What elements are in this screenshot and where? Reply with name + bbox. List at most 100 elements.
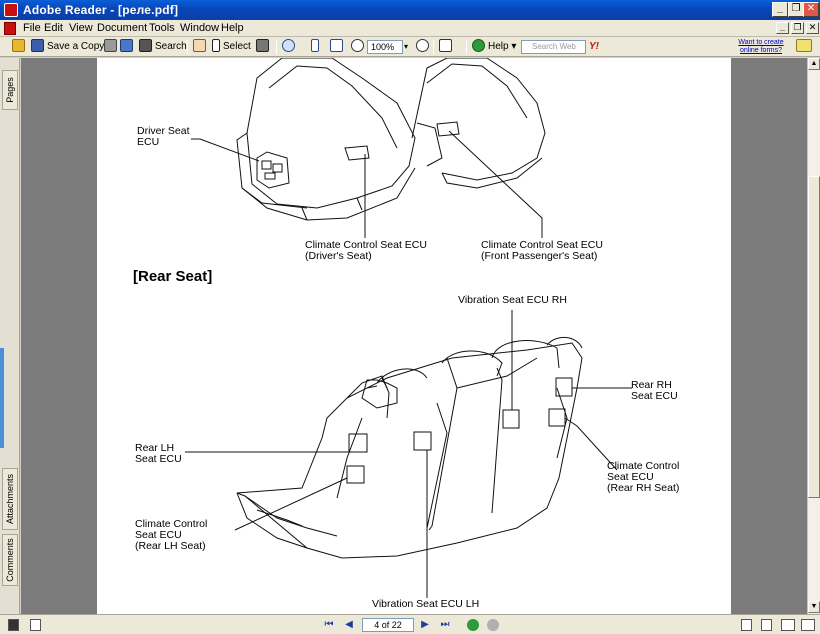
navigation-pane: Pages Attachments Comments xyxy=(0,58,20,614)
text-cursor-icon xyxy=(212,39,220,52)
select-label: Select xyxy=(223,41,251,52)
tab-pages[interactable]: Pages xyxy=(2,70,18,110)
floppy-icon xyxy=(31,39,44,52)
zoom-out-button[interactable] xyxy=(351,39,367,55)
doc-minimize-button[interactable]: _ xyxy=(776,22,789,34)
snapshot-button[interactable] xyxy=(256,39,272,55)
previous-page-button[interactable]: ◀ xyxy=(345,619,353,630)
scroll-down-button[interactable]: ▼ xyxy=(808,601,820,613)
menu-bar: File Edit View Document Tools Window Hel… xyxy=(0,20,820,37)
toolbar: Save a Copy Search Select 100% ▾ Help ▾ … xyxy=(0,37,820,57)
email-icon xyxy=(120,39,133,52)
forward-button[interactable] xyxy=(487,619,499,631)
rear-seat-drawing xyxy=(236,337,583,559)
window-title: Adobe Reader - [реле.pdf] xyxy=(23,3,179,17)
search-button[interactable]: Search xyxy=(139,39,187,55)
label-rear-lh-ecu: Rear LH Seat ECU xyxy=(135,442,182,465)
help-label: Help xyxy=(488,41,509,52)
folder-icon xyxy=(12,39,25,52)
last-page-button[interactable]: ⏭ xyxy=(440,619,450,630)
printer-icon xyxy=(104,39,117,52)
binoculars-icon xyxy=(139,39,152,52)
hand-icon xyxy=(193,39,206,52)
fit-page-icon xyxy=(330,39,343,52)
rear-seat-heading: [Rear Seat] xyxy=(133,268,213,285)
close-button[interactable]: ✕ xyxy=(803,2,819,17)
save-copy-button[interactable]: Save a Copy xyxy=(31,39,104,55)
forms-promo-button[interactable] xyxy=(796,39,815,55)
status-bar: ⏮ ◀ 4 of 22 ▶ ⏭ xyxy=(0,614,820,634)
actual-size-button[interactable] xyxy=(311,39,322,55)
next-page-button[interactable]: ▶ xyxy=(421,619,429,630)
pdf-page: Driver Seat ECU Climate Control Seat ECU… xyxy=(97,58,731,614)
zoom-in-button[interactable] xyxy=(416,39,432,55)
minus-icon xyxy=(351,39,364,52)
page-number-field[interactable]: 4 of 22 xyxy=(362,618,414,632)
print-button[interactable] xyxy=(104,39,120,55)
continuous-facing-view-icon[interactable] xyxy=(801,619,815,631)
label-climate-driver: Climate Control Seat ECU (Driver's Seat) xyxy=(305,239,427,262)
menu-window[interactable]: Window xyxy=(180,22,220,34)
forms-icon xyxy=(796,39,812,52)
fit-page-button[interactable] xyxy=(330,39,346,55)
tab-pages-label: Pages xyxy=(5,77,15,103)
zoom-dropdown[interactable]: ▾ xyxy=(404,42,409,51)
open-button[interactable] xyxy=(12,39,28,55)
pdf-document-icon xyxy=(4,22,16,35)
document-area[interactable]: Driver Seat ECU Climate Control Seat ECU… xyxy=(21,58,807,614)
zoom-tool-button[interactable] xyxy=(282,39,298,55)
camera-icon xyxy=(256,39,269,52)
scroll-up-button[interactable]: ▲ xyxy=(808,58,820,70)
hand-tool-button[interactable] xyxy=(193,39,209,55)
toolbar-separator xyxy=(187,40,188,54)
search-label: Search xyxy=(155,41,187,52)
first-page-button[interactable]: ⏮ xyxy=(324,619,334,630)
page-size-icon[interactable] xyxy=(30,619,41,631)
search-web-input[interactable]: Search Web xyxy=(521,40,586,54)
title-bar: Adobe Reader - [реле.pdf] _ ❐ ✕ xyxy=(0,0,820,20)
label-climate-front-passenger: Climate Control Seat ECU (Front Passenge… xyxy=(481,239,603,262)
front-seats-drawing xyxy=(236,58,546,221)
menu-document[interactable]: Document xyxy=(97,22,148,34)
scroll-thumb[interactable] xyxy=(808,176,820,498)
label-driver-seat-ecu: Driver Seat ECU xyxy=(137,125,190,148)
yahoo-icon[interactable]: Y! xyxy=(589,41,599,52)
label-rear-rh-ecu: Rear RH Seat ECU xyxy=(631,379,678,402)
facing-view-icon[interactable] xyxy=(781,619,795,631)
navigation-toggle-icon[interactable] xyxy=(8,619,19,631)
tab-attachments-label: Attachments xyxy=(5,473,15,525)
doc-close-button[interactable]: ✕ xyxy=(806,22,819,34)
help-button[interactable]: Help ▾ xyxy=(472,39,516,55)
rotate-button[interactable] xyxy=(439,39,455,55)
minimize-button[interactable]: _ xyxy=(772,2,788,17)
menu-file[interactable]: File xyxy=(23,22,41,34)
restore-button[interactable]: ❐ xyxy=(788,2,804,17)
continuous-view-icon[interactable] xyxy=(761,619,772,631)
seat-ecu-diagram xyxy=(185,58,632,598)
label-vibration-rh: Vibration Seat ECU RH xyxy=(458,294,567,306)
toolbar-separator xyxy=(276,40,277,54)
menu-view[interactable]: View xyxy=(69,22,93,34)
single-page-view-icon[interactable] xyxy=(741,619,752,631)
page-rotate-icon xyxy=(439,39,452,52)
menu-help[interactable]: Help xyxy=(221,22,244,34)
adobe-reader-icon xyxy=(4,3,18,17)
menu-edit[interactable]: Edit xyxy=(44,22,63,34)
label-climate-rear-rh: Climate Control Seat ECU (Rear RH Seat) xyxy=(607,460,680,494)
vertical-scrollbar[interactable]: ▲ ▼ xyxy=(807,58,820,614)
create-forms-link[interactable]: Want to create online forms? xyxy=(738,39,784,54)
actual-size-icon xyxy=(311,39,319,52)
label-climate-rear-lh: Climate Control Seat ECU (Rear LH Seat) xyxy=(135,518,208,552)
doc-restore-button[interactable]: ❐ xyxy=(791,22,804,34)
email-button[interactable] xyxy=(120,39,136,55)
leader-lines xyxy=(185,130,632,598)
menu-tools[interactable]: Tools xyxy=(149,22,175,34)
zoom-level-field[interactable]: 100% xyxy=(367,40,403,54)
help-icon xyxy=(472,39,485,52)
select-button[interactable]: Select xyxy=(212,39,251,55)
toolbar-separator xyxy=(466,40,467,54)
back-button[interactable] xyxy=(467,619,479,631)
magnifier-icon xyxy=(282,39,295,52)
tab-comments[interactable]: Comments xyxy=(2,534,18,586)
tab-attachments[interactable]: Attachments xyxy=(2,468,18,530)
